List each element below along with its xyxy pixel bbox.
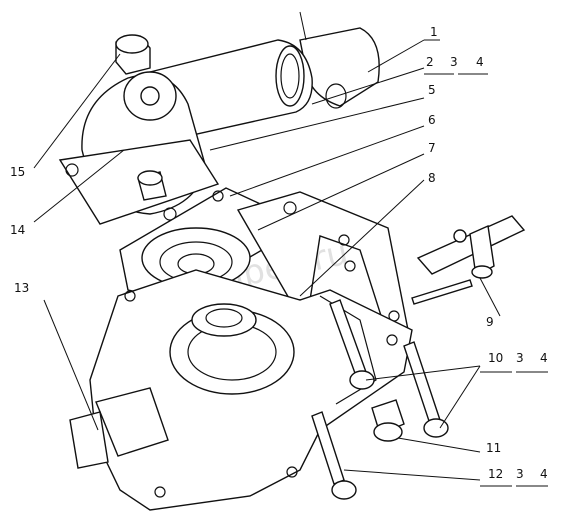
callout-12: 12 — [488, 467, 503, 481]
part-bolt-15 — [115, 34, 151, 75]
callout-4c: 4 — [540, 467, 548, 481]
part-cover-14 — [58, 71, 220, 225]
grouping-marks — [424, 73, 548, 487]
callout-labels: 1 2 3 4 5 6 7 8 9 10 3 4 11 12 3 4 13 14… — [10, 25, 548, 481]
callout-8: 8 — [428, 171, 436, 185]
callout-3b: 3 — [516, 351, 524, 365]
callout-4b: 4 — [540, 351, 548, 365]
callout-14: 14 — [10, 223, 25, 237]
callout-3a: 3 — [450, 55, 458, 69]
callout-10: 10 — [488, 351, 503, 365]
leader-lines — [33, 39, 501, 481]
callout-15: 15 — [10, 165, 25, 179]
callout-6: 6 — [428, 113, 436, 127]
part-bolts-10-11-12 — [311, 299, 449, 500]
callout-1: 1 — [430, 25, 438, 39]
part-sleeve — [299, 11, 380, 109]
callout-7: 7 — [428, 141, 436, 155]
callout-9: 9 — [486, 315, 494, 329]
callout-13: 13 — [14, 281, 29, 295]
callout-4a: 4 — [476, 55, 484, 69]
callout-11: 11 — [486, 441, 501, 455]
part-shaft-9 — [411, 215, 526, 305]
callout-3c: 3 — [516, 467, 524, 481]
part-gear-housing — [69, 269, 413, 511]
callout-5: 5 — [428, 83, 436, 97]
callout-2: 2 — [426, 55, 434, 69]
